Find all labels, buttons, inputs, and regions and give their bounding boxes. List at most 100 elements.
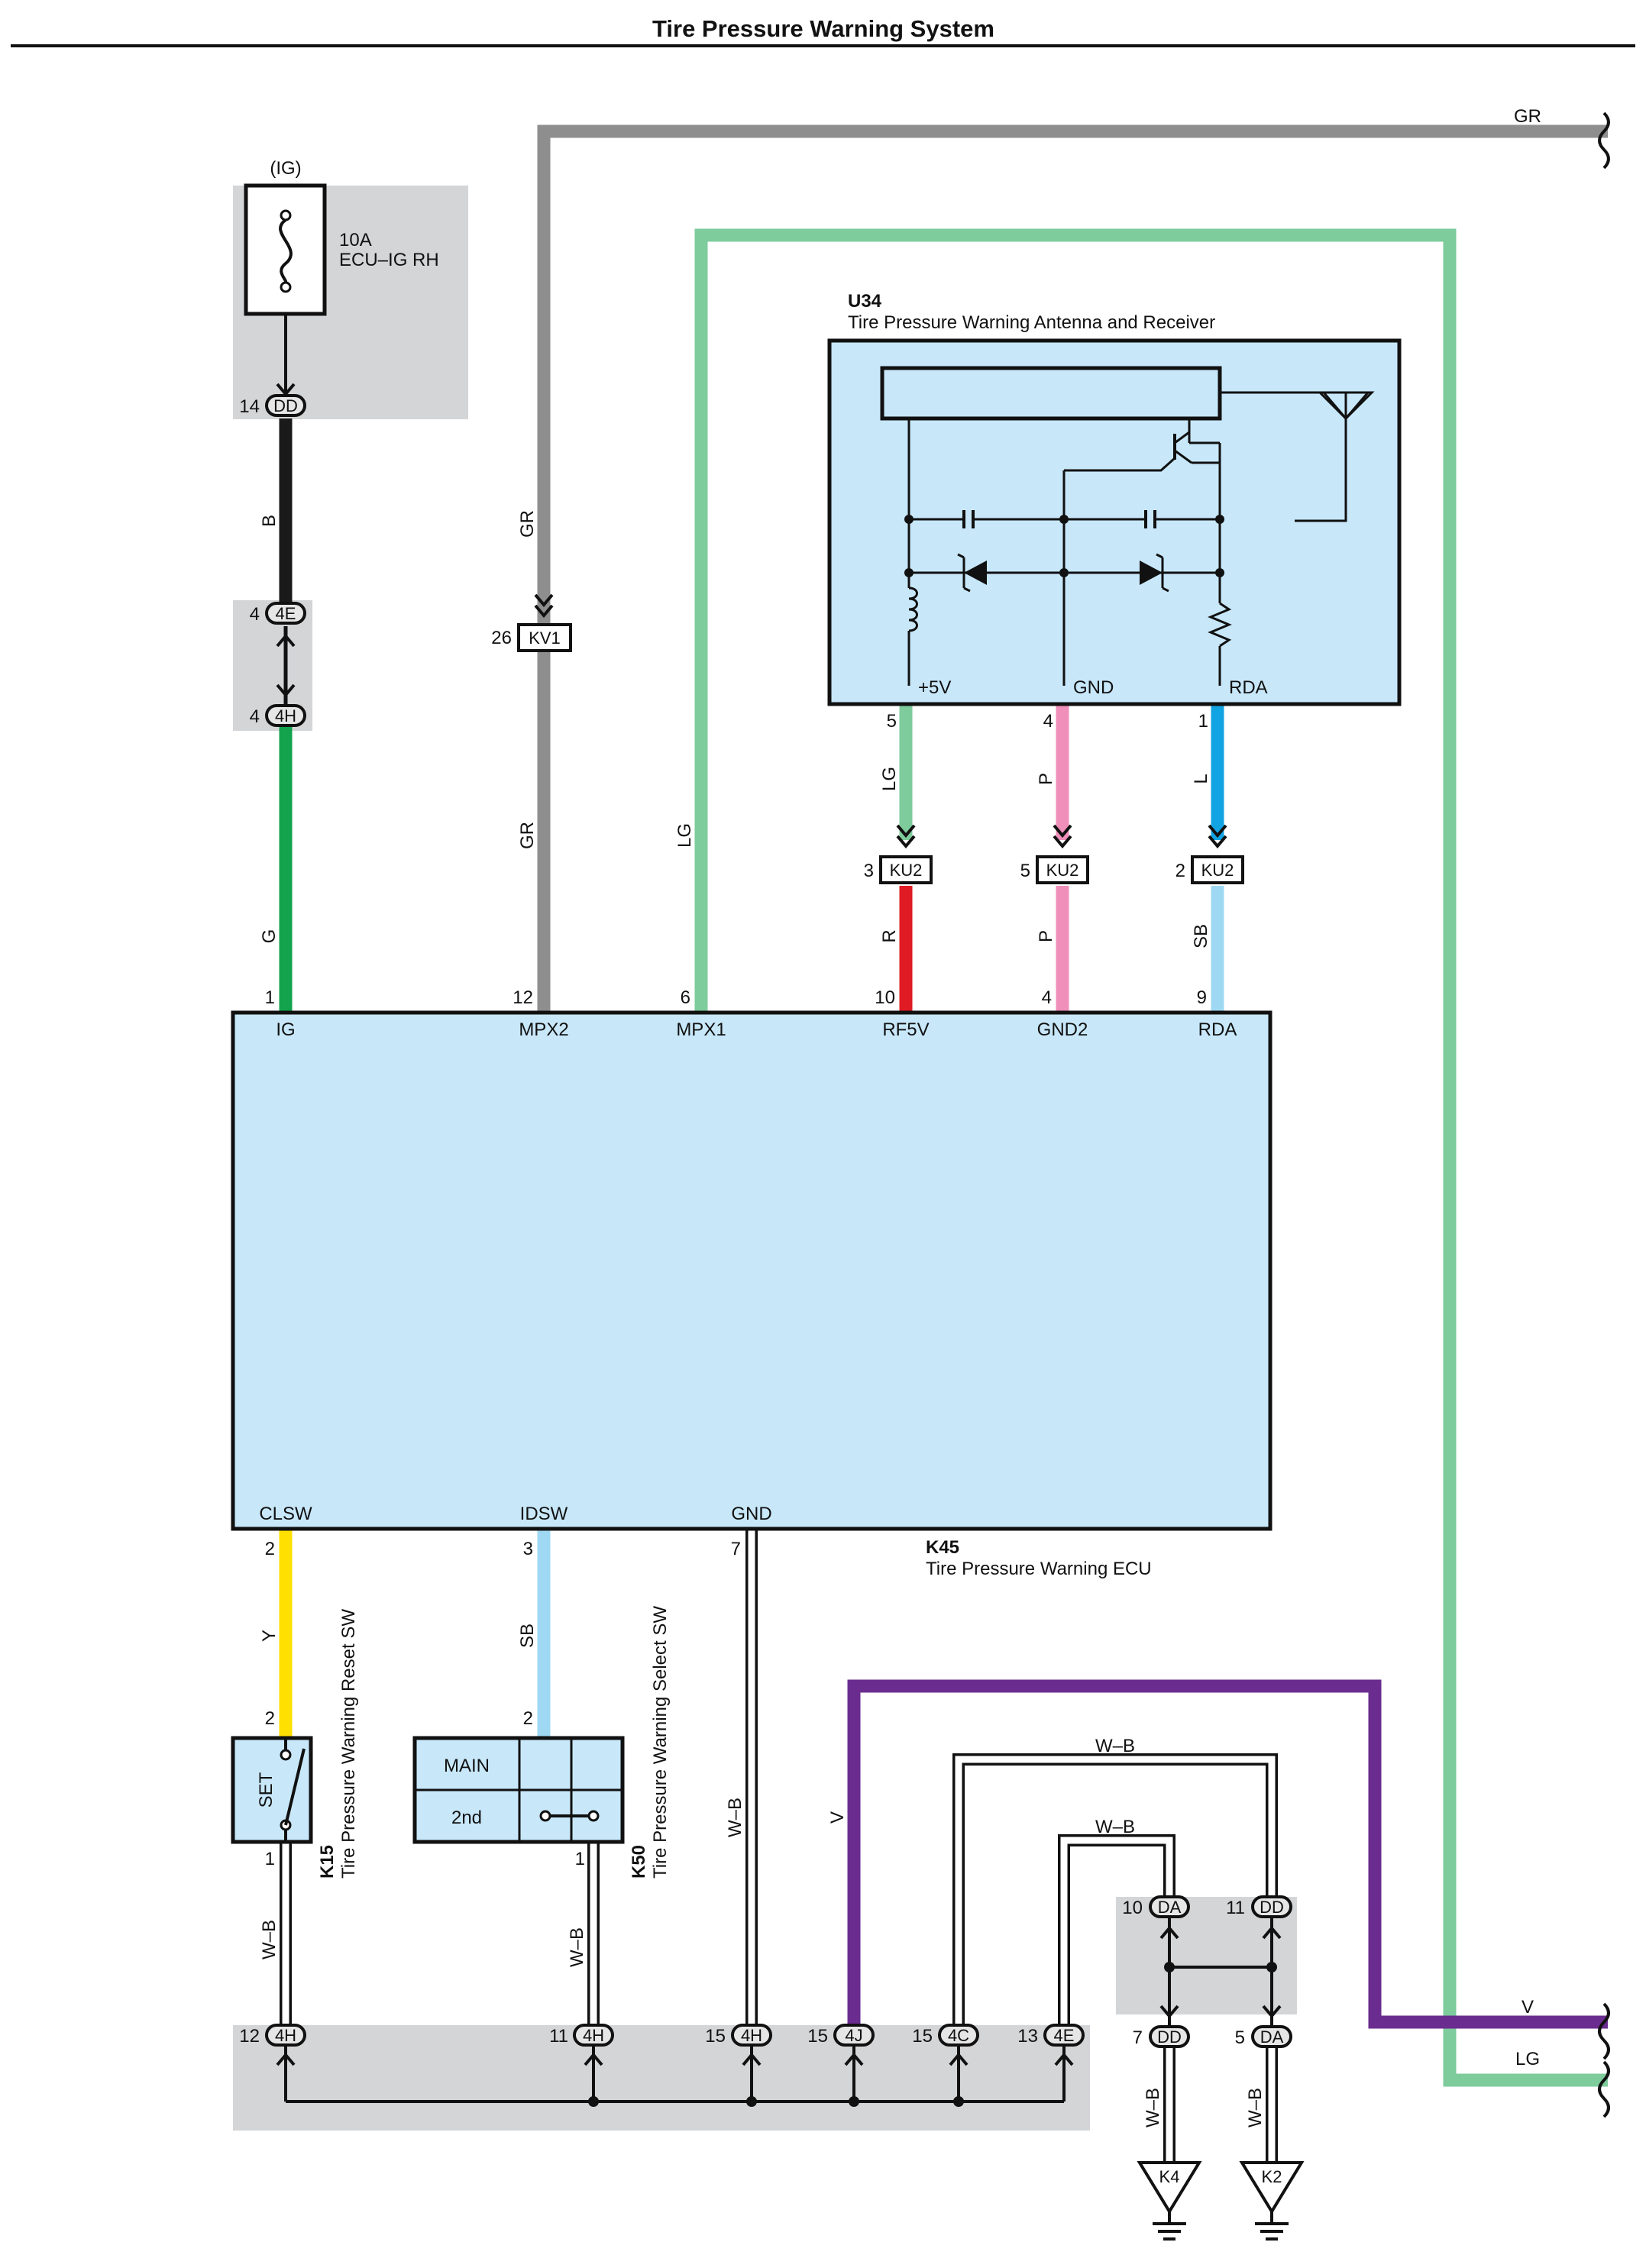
pin-number: 1 [575,1849,585,1869]
receiver-name: Tire Pressure Warning Antenna and Receiv… [848,312,1215,333]
ground-icon [1137,2161,1202,2241]
pin-number: 1 [265,987,275,1008]
wire-v [847,1679,1608,2029]
fuse-terminal-top [280,209,292,221]
connector-code: DD [273,396,298,415]
bottom-junction-bus [276,2045,1074,2107]
wire-label-sb: SB [1191,924,1211,948]
pin-number: 13 [1017,2026,1038,2047]
switch-contact-icon [539,1810,600,1822]
pin-number: 2 [523,1708,533,1729]
reset-switch-set-label: SET [256,1772,276,1808]
ground-icon [1239,2161,1305,2241]
fuse-box [244,183,327,316]
connector-code: KU2 [890,861,923,880]
switch-contact-icon [280,1738,306,1842]
wire-label-l: L [1191,774,1211,783]
wire-label-lg: LG [1515,2049,1540,2069]
pin-number: 5 [1020,861,1030,881]
select-switch-main-label: MAIN [444,1756,490,1776]
select-switch-code: K50 [629,1845,649,1879]
pin-number: 3 [523,1539,533,1559]
connector-kv1 [517,623,572,652]
reset-switch-code: K15 [317,1845,338,1879]
connector-code: KU2 [1201,861,1234,880]
right-junction-connectors [1149,1895,1292,2048]
connector-code: DA [1260,2027,1284,2047]
pin-number: 6 [681,987,690,1008]
pin-number: 4 [250,706,260,727]
pin-number: 4 [1043,711,1053,732]
wire-label-y: Y [259,1630,280,1642]
connector-code: 4H [741,2026,762,2045]
ecu-terminal-label: CLSW [259,1504,312,1524]
wire-label-p: P [1036,930,1056,942]
pin-number: 15 [807,2026,828,2047]
pin-number: 1 [1198,711,1208,732]
select-switch-grid [415,1738,623,1842]
zener-diode-icon [957,553,987,593]
pin-number: 4 [250,604,260,625]
wire-label-v: V [1521,1997,1534,2018]
wire-label-wb: W–B [1245,2088,1266,2127]
wire-label-gr: GR [517,510,538,538]
ecu-terminal-label: IDSW [520,1504,568,1524]
receiver-code: U34 [848,291,882,312]
wire-label-wb: W–B [725,1798,745,1837]
wire-label-wb: W–B [259,1920,280,1959]
pin-number: 11 [549,2026,568,2047]
pin-number: 11 [1226,1898,1245,1918]
antenna-icon [1322,392,1370,521]
pin-number: 12 [239,2026,260,2047]
page-title: Tire Pressure Warning System [652,15,994,42]
wb-wires [280,1530,1278,2163]
wire-label-b: B [259,515,280,527]
fuse-name: ECU–IG RH [339,250,439,270]
fuse-element-icon [279,218,293,283]
wire-label-gr: GR [1514,106,1541,127]
connector-code: 4H [275,706,296,725]
pin-number: 7 [1133,2027,1143,2048]
pin-number: 2 [1175,861,1185,881]
ecu-name: Tire Pressure Warning ECU [926,1559,1152,1579]
pin-number: 15 [912,2026,933,2047]
pin-number: 3 [864,861,874,881]
ecu-terminal-label: MPX1 [676,1019,726,1040]
connector-code: DA [1158,1898,1182,1917]
wire-label-v: V [827,1811,848,1824]
ku2-connectors [879,824,1244,884]
fuse-rating: 10A [339,230,372,250]
circuit-nodes [904,515,1224,577]
pin-number: 5 [1235,2027,1245,2048]
zener-diode-icon [1140,553,1169,593]
reset-switch-box [231,1736,313,1844]
connector-4e-4 [265,602,306,625]
pin-number: 15 [705,2026,726,2047]
receiver-terminal-label: +5V [918,677,951,698]
connector-code: KU2 [1046,861,1079,880]
wire-label-g: G [259,929,280,944]
pin-number: 2 [265,1708,275,1729]
pin-number: 26 [491,628,512,648]
connector-code: 4E [1054,2026,1075,2045]
receiver-terminal-label: RDA [1229,677,1268,698]
pin-number: 1 [265,1849,275,1869]
ground-code: K4 [1159,2167,1180,2186]
wire-gr [537,124,1608,1013]
connector-code: KV1 [529,628,561,648]
connector-code: 4H [275,2026,296,2045]
fuse-supply-label: (IG) [270,158,301,179]
bottom-junction-connectors [265,2024,1085,2047]
break-marks [1598,111,1610,2118]
connector-4h-4 [265,704,306,727]
connector-code: 4C [948,2026,969,2045]
pin-number: 5 [887,711,897,732]
wire-label-wb: W–B [1143,2088,1163,2127]
connector-code: 4H [583,2026,604,2045]
wire-label-r: R [879,929,900,942]
pin-number: 9 [1197,987,1207,1008]
ecu-terminal-label: RF5V [882,1019,929,1040]
pin-number: 12 [513,987,533,1008]
pin-number: 4 [1042,987,1052,1008]
select-switch-2nd-label: 2nd [451,1808,482,1828]
